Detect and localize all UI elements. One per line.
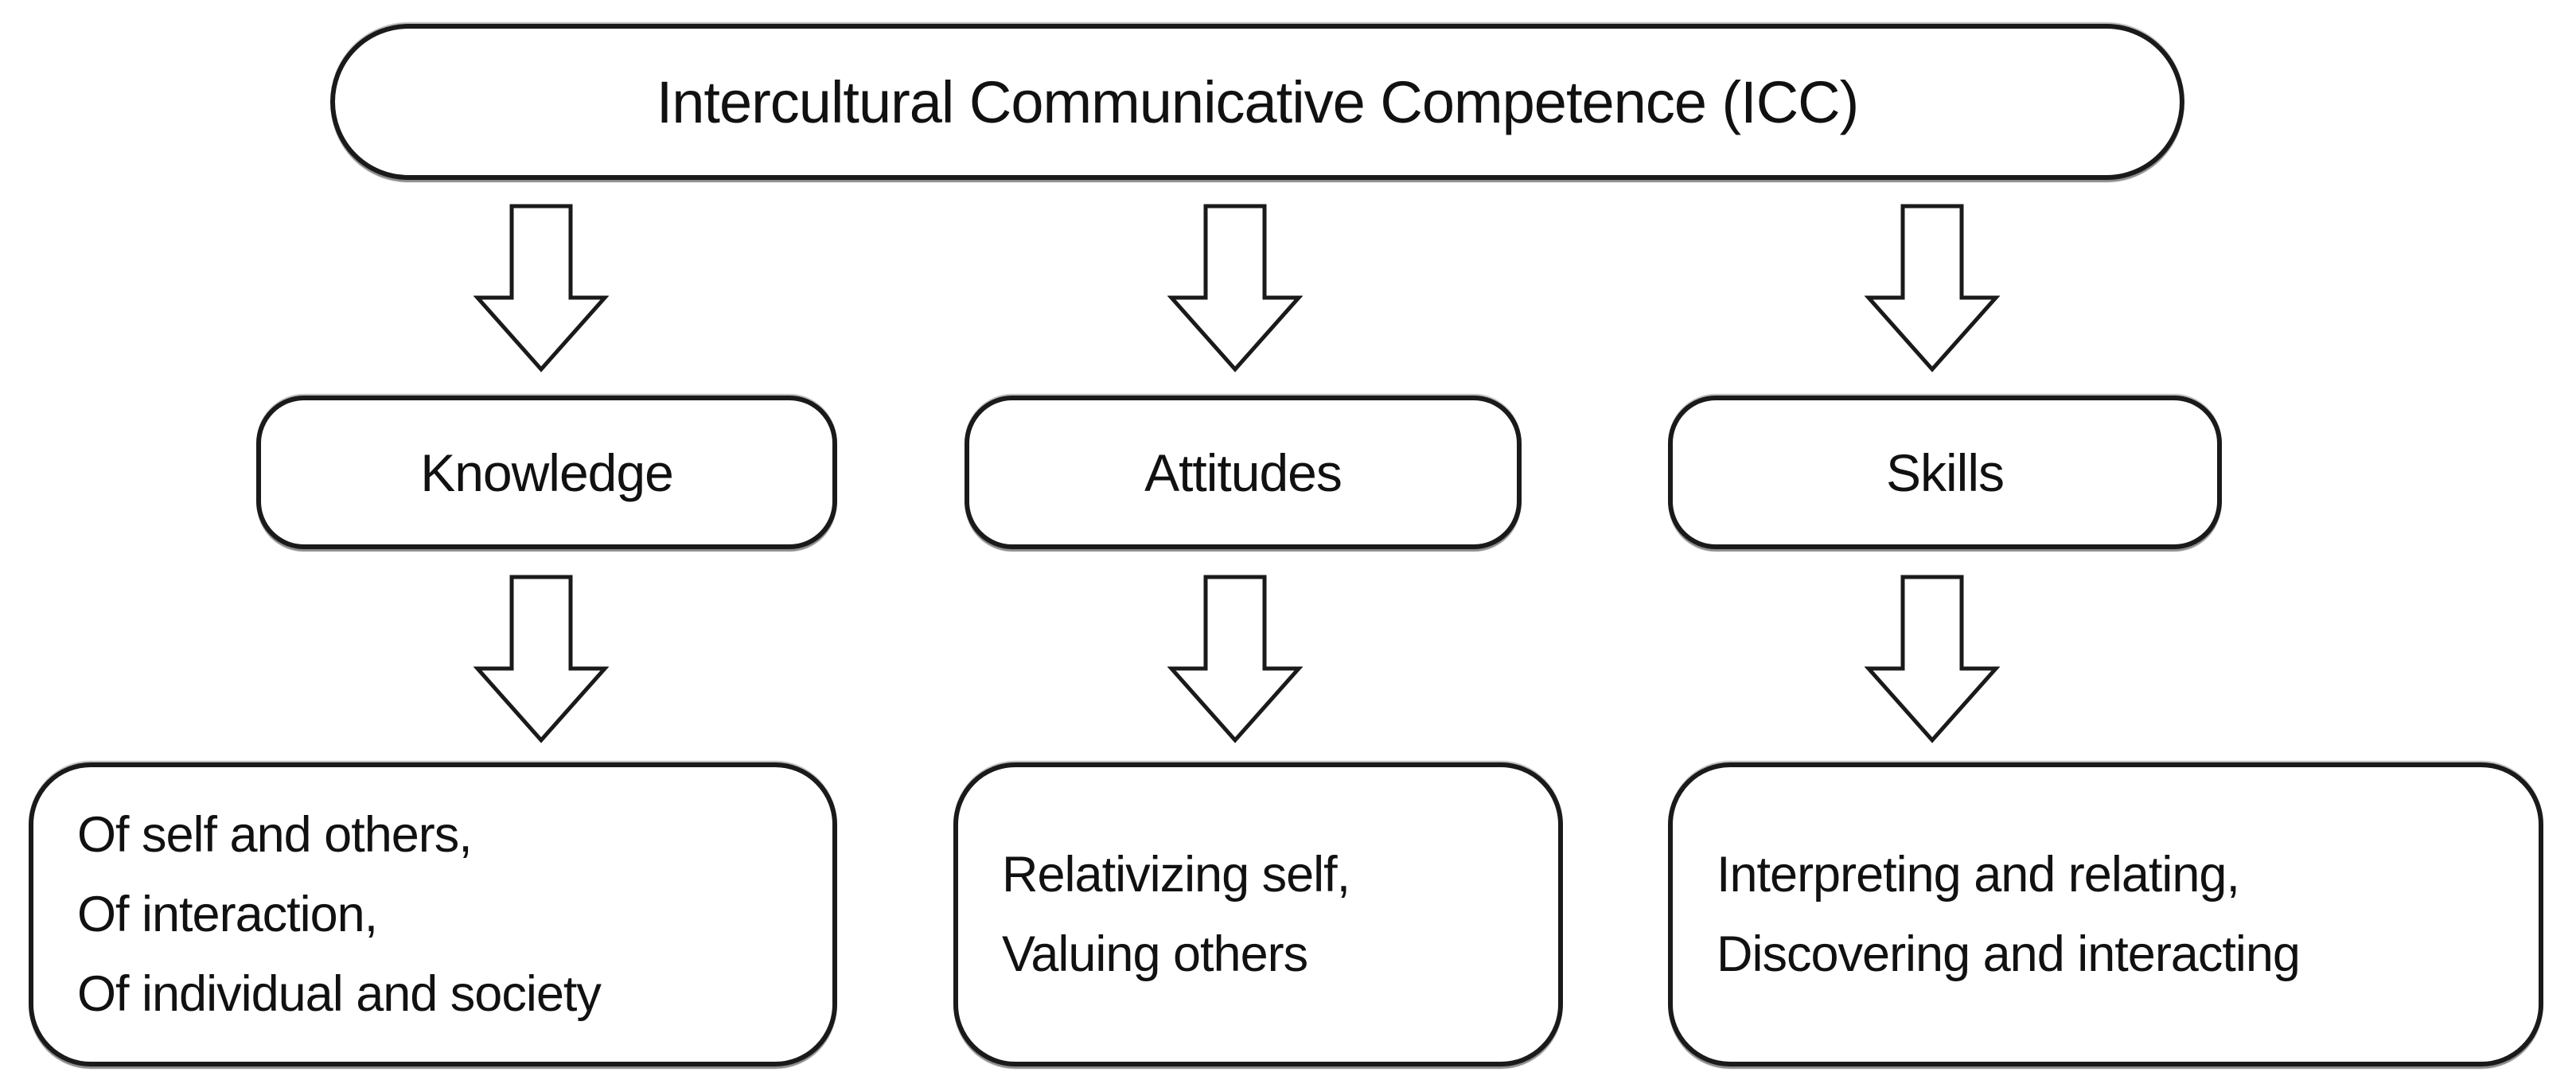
down-arrow-icon bbox=[1167, 575, 1303, 743]
skills-detail-line: Interpreting and relating, bbox=[1717, 847, 2240, 903]
node-icc-label: Intercultural Communicative Competence (… bbox=[656, 68, 1860, 135]
knowledge-detail-line: Of self and others, bbox=[77, 807, 473, 863]
node-knowledge-details: Of self and others, Of interaction, Of i… bbox=[29, 762, 837, 1066]
attitudes-detail-line: Relativizing self, bbox=[1002, 847, 1350, 903]
down-arrow-icon bbox=[1167, 204, 1303, 372]
node-attitudes: Attitudes bbox=[965, 396, 1522, 549]
node-attitudes-label: Attitudes bbox=[1144, 443, 1343, 502]
node-skills-label: Skills bbox=[1885, 443, 2005, 502]
attitudes-detail-line: Valuing others bbox=[1002, 926, 1308, 982]
node-skills: Skills bbox=[1668, 396, 2222, 549]
down-arrow-icon bbox=[474, 575, 609, 743]
knowledge-detail-line: Of interaction, bbox=[77, 887, 378, 942]
node-skills-details: Interpreting and relating, Discovering a… bbox=[1668, 762, 2543, 1066]
node-knowledge-label: Knowledge bbox=[420, 443, 674, 502]
knowledge-detail-line: Of individual and society bbox=[77, 966, 602, 1022]
node-attitudes-details: Relativizing self, Valuing others bbox=[953, 762, 1563, 1066]
node-knowledge: Knowledge bbox=[256, 396, 837, 549]
down-arrow-icon bbox=[474, 204, 609, 372]
down-arrow-icon bbox=[1865, 204, 2000, 372]
skills-detail-line: Discovering and interacting bbox=[1717, 926, 2301, 982]
down-arrow-icon bbox=[1865, 575, 2000, 743]
node-icc: Intercultural Communicative Competence (… bbox=[330, 24, 2184, 180]
